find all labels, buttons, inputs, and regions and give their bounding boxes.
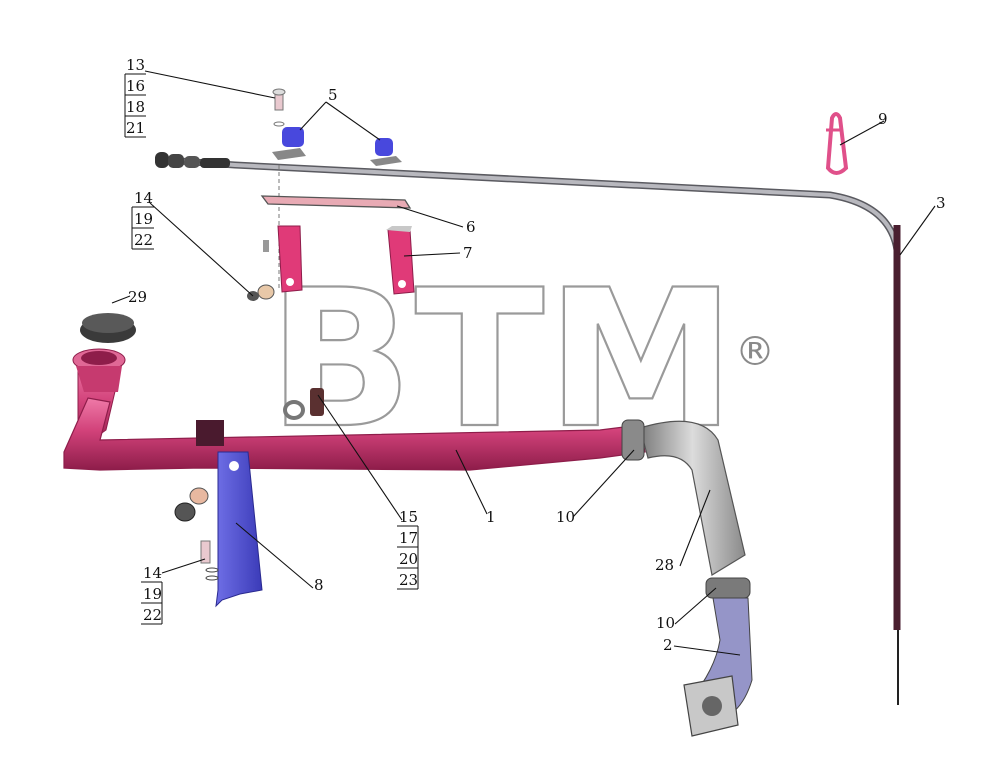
callout-6: 6	[466, 218, 476, 236]
part-15-bolt	[283, 388, 324, 420]
part-28-hose	[639, 420, 746, 576]
part-3-dipstick-rod	[155, 152, 901, 705]
callout-stack-13: 13 16 18 21	[124, 56, 146, 138]
watermark-text: BTM	[268, 249, 738, 470]
part-6-strip	[260, 195, 412, 209]
part-5-clamps	[272, 127, 402, 166]
callout-stack-14-upper: 14 19 22	[131, 189, 154, 250]
part-7-brackets	[263, 225, 415, 295]
callout-8: 8	[314, 576, 324, 594]
callout-10-lower: 10	[656, 614, 675, 632]
part-14-nuts-lower	[174, 487, 219, 581]
callout-21: 21	[126, 119, 145, 137]
callout-16: 16	[126, 77, 145, 95]
part-14-nut-upper	[247, 284, 275, 301]
callout-29: 29	[128, 288, 147, 306]
callout-1: 1	[486, 508, 496, 526]
callout-2: 2	[663, 636, 673, 654]
callout-15: 15	[399, 508, 418, 526]
part-10-clamps	[621, 419, 751, 599]
callout-5: 5	[328, 86, 338, 104]
callout-23: 23	[399, 571, 418, 589]
watermark-registered-mark: ®	[735, 329, 775, 375]
callout-20: 20	[399, 550, 418, 568]
part-9-ring	[825, 112, 849, 175]
callout-28: 28	[655, 556, 674, 574]
leader-lines	[111, 70, 936, 656]
callout-7: 7	[463, 244, 473, 262]
callout-3: 3	[936, 194, 946, 212]
callout-19-lower: 19	[143, 585, 162, 603]
callout-18: 18	[126, 98, 145, 116]
watermark: BTM ®	[267, 248, 775, 471]
callout-17: 17	[399, 529, 418, 547]
part-29-cap	[80, 313, 136, 343]
callout-14-upper: 14	[134, 189, 153, 207]
callout-22-lower: 22	[143, 606, 162, 624]
part-8-bracket	[215, 451, 263, 608]
part-2-elbow	[683, 597, 753, 737]
callout-22-upper: 22	[134, 231, 153, 249]
callout-14-lower: 14	[143, 564, 162, 582]
part-1-pipe	[63, 348, 646, 471]
callout-labels: 13 16 18 21 5 9 3 6 7 14 19 22 29 1 8	[124, 56, 946, 654]
callout-stack-15: 15 17 20 23	[397, 508, 419, 590]
callout-9: 9	[878, 110, 888, 128]
callout-13: 13	[126, 56, 145, 74]
callout-19-upper: 19	[134, 210, 153, 228]
callout-10-upper: 10	[556, 508, 575, 526]
part-13-bolt	[272, 88, 286, 127]
callout-stack-14-lower: 14 19 22	[141, 564, 163, 625]
